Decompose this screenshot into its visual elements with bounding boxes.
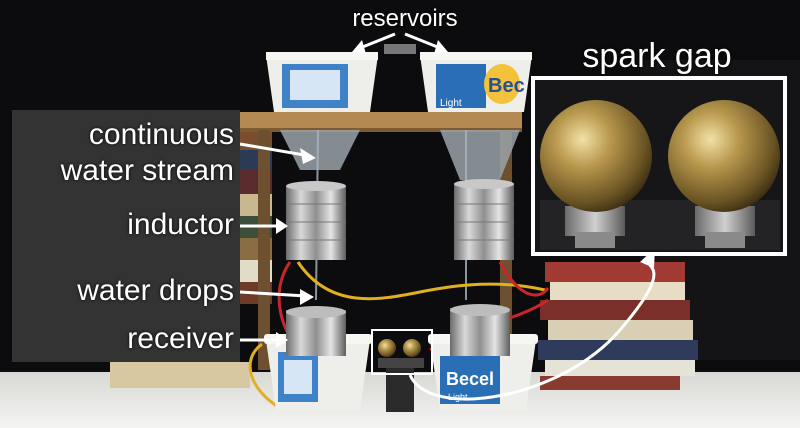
reservoir-right: Bec Light [420, 52, 532, 112]
light-text-left: Light [448, 392, 468, 402]
wooden-shelf [236, 112, 522, 130]
label-spark-gap: spark gap [582, 37, 732, 75]
spark-gap-small [378, 339, 424, 412]
brass-sphere-left [540, 100, 652, 212]
inductor-can-right [454, 179, 514, 260]
label-inductor: inductor [127, 208, 234, 241]
wire-yellow-cross [296, 261, 546, 301]
callout-arrow-curve [408, 257, 656, 401]
spark-gap-highlight-box [371, 329, 433, 375]
funnel-right [440, 130, 520, 180]
funnel-left [280, 130, 360, 170]
label-receiver: receiver [127, 322, 234, 355]
label-continuous: continuous [88, 118, 234, 151]
label-arrows [239, 142, 316, 348]
label-reservoirs: reservoirs [352, 5, 458, 32]
brand-text-right: Bec [488, 75, 525, 97]
brand-text-left: Becel [446, 369, 494, 389]
wire-yellow-left [248, 342, 281, 410]
label-water-stream: water stream [60, 154, 234, 187]
spark-gap-inset [531, 76, 787, 256]
inductor-can-left [286, 181, 346, 260]
receiver-left [264, 306, 372, 410]
label-panel [12, 110, 240, 362]
reservoir-connector [384, 44, 416, 54]
shelf-post-left [258, 130, 270, 370]
right-book-stack [538, 262, 698, 390]
label-water-drops: water drops [77, 274, 234, 307]
wire-red-right [498, 261, 550, 297]
brass-sphere-right [668, 100, 780, 212]
light-text-right: Light [440, 98, 462, 109]
reservoir-left [266, 52, 378, 112]
reservoir-arrows [352, 32, 448, 54]
